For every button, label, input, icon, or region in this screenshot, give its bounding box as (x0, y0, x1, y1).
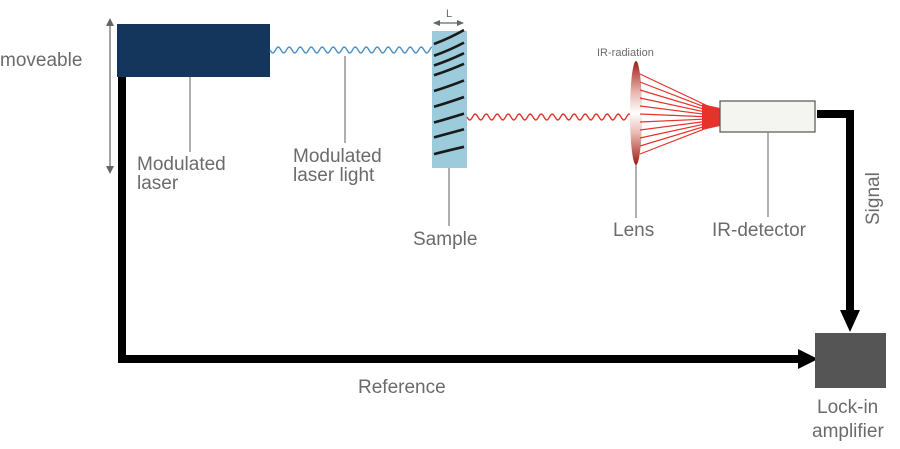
modulated-laser-light-label-line2: laser light (293, 165, 375, 186)
moveable-indicator (106, 18, 114, 174)
focus-point (702, 104, 720, 130)
modulated-laser-label-line1: Modulated (137, 154, 226, 175)
thermal-wave-arc (433, 28, 465, 46)
ir-detector (719, 100, 816, 133)
arrow-right-icon (457, 20, 464, 26)
arrow-down-icon (106, 166, 114, 174)
reference-arrowhead (798, 349, 818, 369)
thermal-wave-arc (433, 95, 465, 109)
lens (630, 61, 642, 165)
modulated-laser-light-label: Modulated laser light (293, 146, 387, 186)
sample-thickness-indicator: L (433, 8, 464, 26)
ir-ray (639, 81, 713, 111)
ir-ray (639, 73, 713, 109)
thermal-wave-arc (433, 127, 465, 139)
ir-ray (639, 97, 713, 114)
thermal-wave-arc (433, 41, 465, 57)
signal-wire (817, 110, 854, 312)
lock-in-label-line1: Lock-in (817, 397, 878, 418)
thermal-wave-arc (433, 62, 465, 77)
thermal-wave-arc (433, 79, 465, 93)
reference-wire (118, 77, 800, 363)
lens-label: Lens (613, 220, 654, 241)
modulated-laser (117, 24, 270, 77)
thermal-wave-arc (433, 52, 465, 67)
ir-ray (639, 123, 713, 147)
ir-ray (639, 118, 713, 123)
modulated-laser-label: Modulated laser (137, 154, 231, 194)
ir-ray (639, 89, 713, 113)
lock-in-amplifier-label: Lock-in amplifier (812, 397, 884, 442)
ir-ray (639, 120, 713, 131)
ir-ray (639, 121, 713, 139)
sample-thickness-label: L (446, 8, 452, 20)
ir-radiation-wave (466, 113, 631, 121)
modulated-laser-light-wave (269, 46, 433, 54)
lock-in-label-line2: amplifier (812, 421, 884, 442)
lock-in-amplifier (815, 333, 886, 388)
thermal-wave-arc (433, 145, 465, 156)
ir-detector-label: IR-detector (712, 220, 807, 241)
reference-label: Reference (358, 377, 446, 398)
modulated-laser-label-line2: laser (137, 173, 179, 194)
arrow-up-icon (106, 18, 114, 26)
ir-ray (639, 105, 713, 116)
signal-arrowhead (840, 310, 860, 332)
ir-ray (639, 125, 713, 155)
ir-radiation-label: IR-radiation (597, 47, 654, 59)
thermal-wave-arc (433, 112, 465, 124)
focused-ir-rays (639, 73, 713, 155)
thermal-waves (433, 28, 465, 156)
ir-ray (639, 113, 713, 118)
sample-label: Sample (413, 229, 477, 250)
moveable-label: moveable (0, 50, 82, 71)
signal-label: Signal (863, 172, 884, 225)
modulated-laser-light-label-line1: Modulated (293, 146, 382, 167)
arrow-left-icon (433, 20, 440, 26)
